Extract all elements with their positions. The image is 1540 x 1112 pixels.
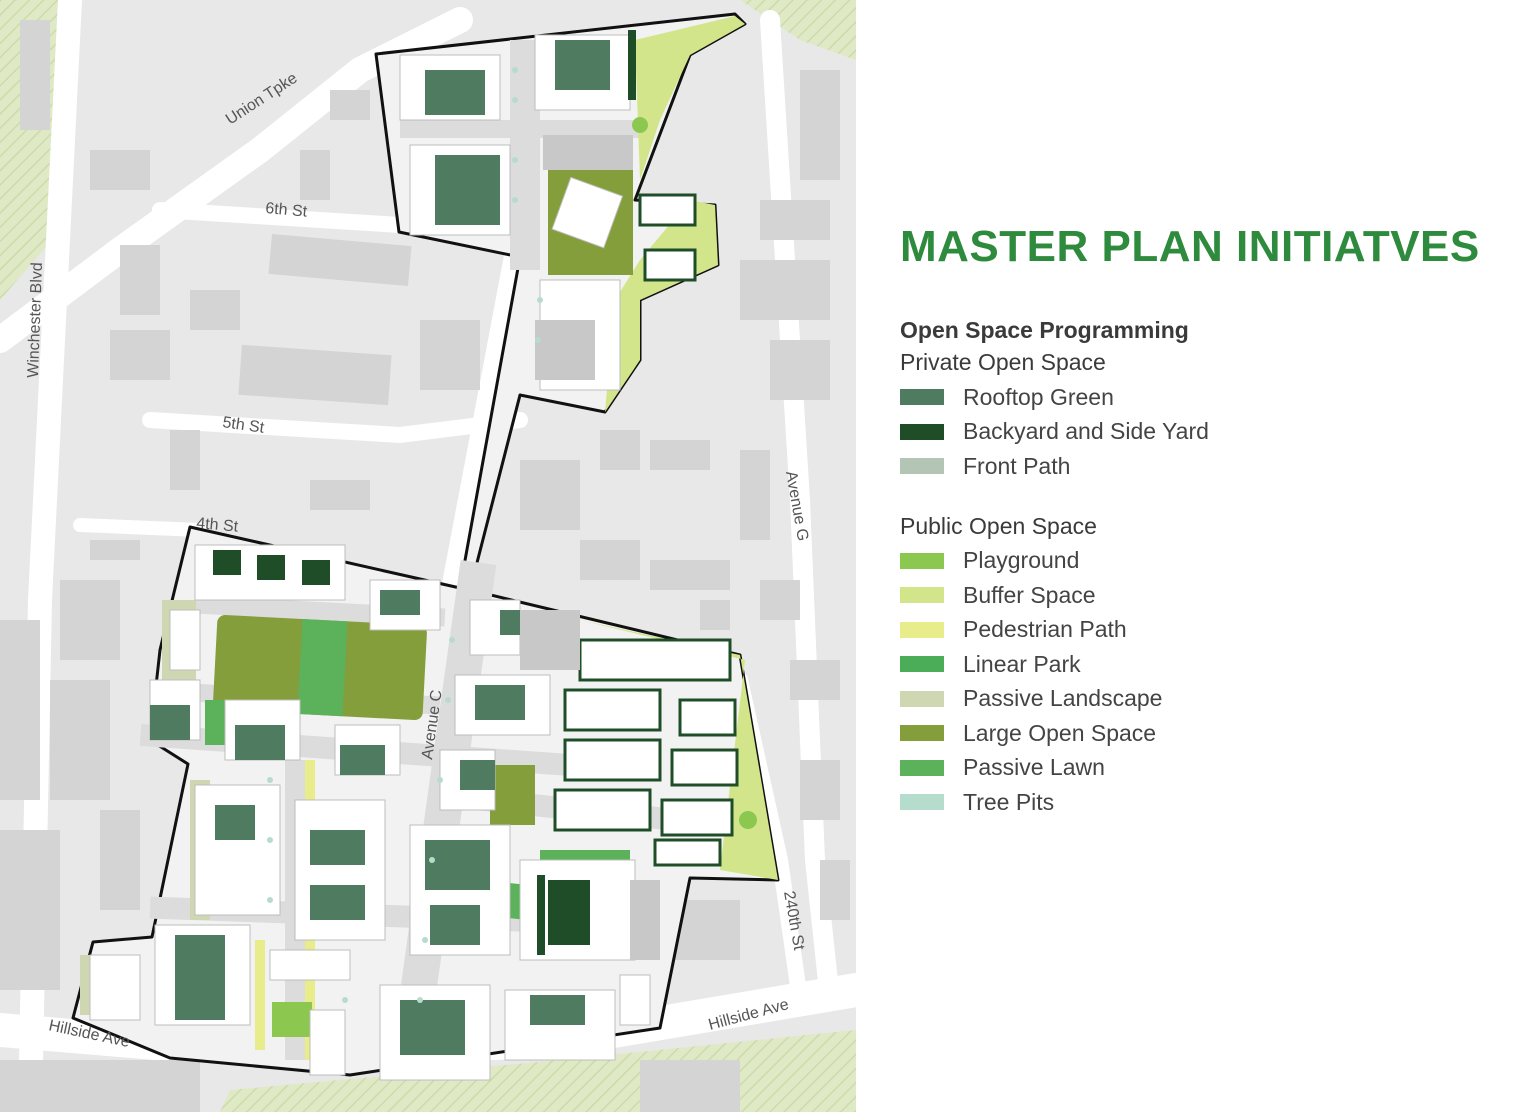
- rooftop-green: [530, 995, 585, 1025]
- legend-swatch: [900, 552, 944, 569]
- legend-item-label: Pedestrian Path: [963, 616, 1127, 643]
- legend-item: Linear Park: [900, 647, 1520, 682]
- parking-area: [630, 880, 660, 960]
- backyard: [628, 30, 636, 100]
- legend-swatch: [900, 690, 944, 707]
- legend-title: MASTER PLAN INITIATVES: [900, 222, 1480, 271]
- parking-area: [520, 610, 580, 670]
- legend-swatch: [900, 587, 944, 604]
- parking-area: [535, 320, 595, 380]
- street-label-5th-st: 5th St: [221, 414, 265, 437]
- legend-item: Front Path: [900, 449, 1520, 484]
- legend: MASTER PLAN INITIATVES Open Space Progra…: [900, 222, 1520, 820]
- rooftop-green: [435, 155, 500, 225]
- rowhouse-block: [678, 698, 737, 737]
- legend-heading: Open Space Programming: [900, 317, 1189, 343]
- legend-item: Playground: [900, 544, 1520, 579]
- legend-item: Passive Landscape: [900, 682, 1520, 717]
- legend-item: Large Open Space: [900, 716, 1520, 751]
- large-open-space-3: [490, 765, 535, 825]
- street-label-4th-st: 4th St: [196, 515, 240, 536]
- legend-item-label: Buffer Space: [963, 581, 1096, 608]
- site-plan-map: Union Tpke 6th St 5th St 4th St Winchest…: [0, 0, 856, 1112]
- legend-item: Passive Lawn: [900, 751, 1520, 786]
- rooftop-green: [340, 745, 385, 775]
- legend-swatch: [900, 794, 944, 811]
- rooftop-green: [175, 935, 225, 1020]
- legend-item-label: Large Open Space: [963, 719, 1157, 746]
- legend-swatch: [900, 423, 944, 440]
- legend-swatch: [900, 389, 944, 406]
- legend-swatch: [900, 458, 944, 475]
- playground-2: [632, 117, 648, 133]
- legend-item: Buffer Space: [900, 578, 1520, 613]
- legend-subheading-public: Public Open Space: [900, 512, 1097, 539]
- legend-item-label: Passive Lawn: [963, 754, 1105, 781]
- legend-swatch: [900, 725, 944, 742]
- rowhouse-block: [553, 788, 652, 832]
- backyard: [213, 550, 241, 575]
- rooftop-green: [235, 725, 285, 760]
- rooftop-green: [475, 685, 525, 720]
- rowhouse-block: [578, 638, 732, 682]
- rooftop-green: [150, 705, 190, 740]
- rowhouse-block: [638, 193, 697, 227]
- parking-area: [543, 135, 633, 170]
- street-label-winchester-blvd: Winchester Blvd: [25, 262, 46, 378]
- legend-item-label: Linear Park: [963, 650, 1081, 677]
- legend-subheading-private: Private Open Space: [900, 349, 1106, 375]
- legend-item-label: Rooftop Green: [963, 383, 1114, 410]
- backyard: [548, 880, 590, 945]
- legend-swatch: [900, 656, 944, 673]
- rooftop-green: [425, 70, 485, 115]
- legend-item: Backyard and Side Yard: [900, 415, 1520, 450]
- legend-item: Tree Pits: [900, 785, 1520, 820]
- rowhouse-block: [670, 748, 739, 787]
- legend-item: Pedestrian Path: [900, 613, 1520, 648]
- rooftop-green: [310, 830, 365, 865]
- rooftop-green: [215, 805, 255, 840]
- legend-item-label: Tree Pits: [963, 788, 1055, 815]
- rowhouse-block: [653, 838, 722, 867]
- road-4th-st: [73, 518, 207, 537]
- rooftop-green: [460, 760, 495, 790]
- rooftop-green: [310, 885, 365, 920]
- rooftop-green: [430, 905, 480, 945]
- legend-item-label: Playground: [963, 547, 1080, 574]
- rooftop-green: [425, 840, 490, 890]
- backyard: [302, 560, 330, 585]
- backyard: [257, 555, 285, 580]
- rowhouse-block: [660, 798, 734, 837]
- rooftop-green: [380, 590, 420, 615]
- playground-3: [739, 811, 757, 829]
- legend-item-label: Front Path: [963, 452, 1071, 479]
- rooftop-green: [555, 40, 610, 90]
- playground-1: [272, 1002, 312, 1037]
- legend-item-label: Backyard and Side Yard: [963, 418, 1209, 445]
- backyard: [537, 875, 545, 955]
- pedestrian-path-2: [255, 940, 265, 1050]
- legend-swatch: [900, 621, 944, 638]
- rooftop-green: [500, 610, 520, 635]
- rooftop-green: [400, 1000, 465, 1055]
- rowhouse-block: [563, 688, 662, 732]
- rowhouse-block: [643, 248, 697, 282]
- passive-lawn-1: [297, 619, 348, 717]
- legend-swatch: [900, 759, 944, 776]
- buffer-space-north: [635, 16, 745, 180]
- legend-item: Rooftop Green: [900, 380, 1520, 415]
- road-avenue-c-outside: [439, 219, 531, 611]
- rowhouse-block: [563, 738, 662, 782]
- legend-item-label: Passive Landscape: [963, 685, 1163, 712]
- street-label-6th-st: 6th St: [265, 200, 309, 221]
